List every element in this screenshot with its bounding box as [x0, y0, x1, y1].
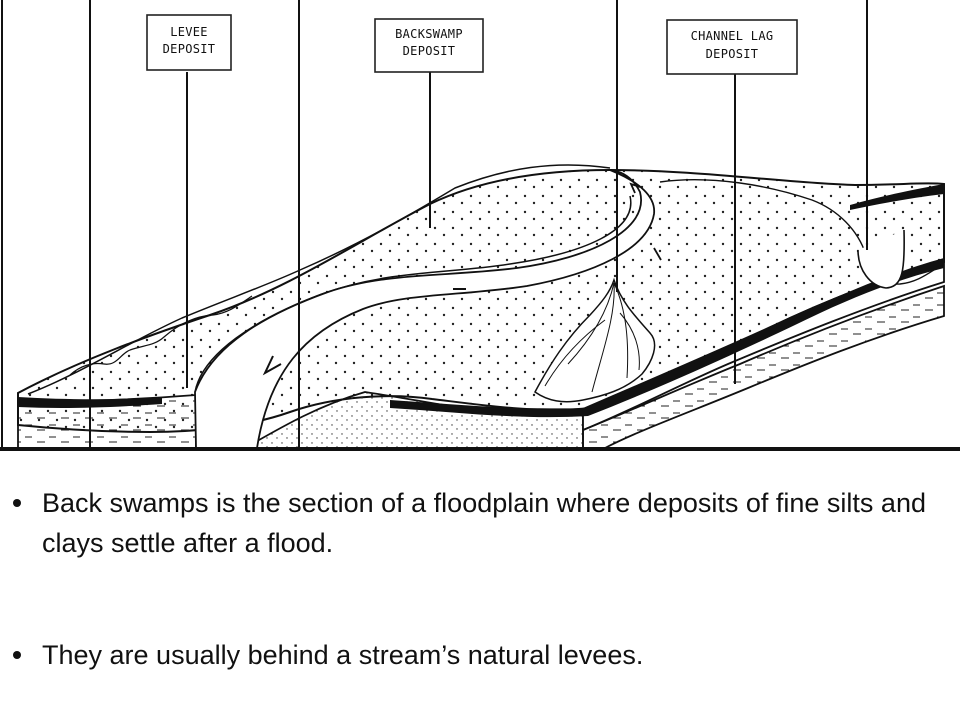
bullet-item-backswamps: Back swamps is the section of a floodpla… [13, 483, 932, 563]
bullet-dot-icon [13, 499, 21, 507]
bullet-dot-icon [13, 651, 21, 659]
channel-lag-bed [582, 284, 945, 449]
channel-lag-scour [857, 229, 906, 289]
floodplain-diagram: LEVEE DEPOSIT BACKSWAMP DEPOSIT CHANNEL … [0, 0, 960, 452]
bullet-text-backswamps: Back swamps is the section of a floodpla… [42, 488, 926, 558]
levee-label-line-2: DEPOSIT [163, 42, 216, 56]
floodplain-top-surface [17, 168, 945, 434]
backswamp-label-line-1: BACKSWAMP [395, 27, 463, 41]
top-edge-band [850, 184, 944, 210]
crevasse-splay [534, 277, 656, 403]
levee-wavy-edge [69, 295, 253, 376]
levee-ridge [27, 164, 611, 395]
river-inner-bank [194, 195, 632, 393]
channel-lag-label-line-1: CHANNEL LAG [691, 29, 774, 43]
levee-label-line-1: LEVEE [170, 25, 208, 39]
channel-lag-deposit-label: CHANNEL LAG DEPOSIT [666, 19, 798, 75]
bullet-text-levees: They are usually behind a stream’s natur… [42, 640, 644, 670]
levee-deposit-label: LEVEE DEPOSIT [146, 14, 232, 71]
floodplain-illustration: LEVEE DEPOSIT BACKSWAMP DEPOSIT CHANNEL … [0, 0, 960, 451]
bullet-item-levees: They are usually behind a stream’s natur… [13, 635, 932, 675]
oxbow-channel [659, 179, 945, 285]
flow-arrow [653, 247, 662, 261]
channel-lag-label-line-2: DEPOSIT [706, 47, 759, 61]
backswamp-deposit-label: BACKSWAMP DEPOSIT [374, 18, 484, 73]
flow-arrow [262, 355, 282, 376]
flow-arrow [629, 182, 641, 194]
backswamp-label-line-2: DEPOSIT [403, 44, 456, 58]
